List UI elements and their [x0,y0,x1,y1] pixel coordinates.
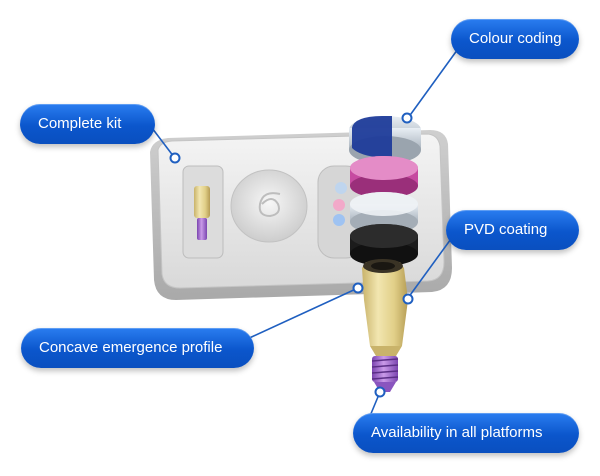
callout-concave-emergence-profile: Concave emergence profile [21,328,254,368]
leader-concave [231,287,359,347]
leader-colour [407,41,464,119]
leader-dots [169,112,414,398]
screw [371,356,399,392]
callout-availability: Availability in all platforms [353,413,579,453]
leader-pvd [407,231,457,299]
tray-disc [230,169,308,243]
dot-kit [169,152,181,164]
dot-colour [401,112,413,124]
callout-colour-coding: Colour coding [451,19,579,59]
dot-availability [374,386,386,398]
dot-concave [352,282,364,294]
abutment [362,259,408,356]
callout-pvd-coating: PVD coating [446,210,579,250]
callout-complete-kit: Complete kit [20,104,155,144]
dot-pvd [402,293,414,305]
colour-caps [349,116,421,266]
